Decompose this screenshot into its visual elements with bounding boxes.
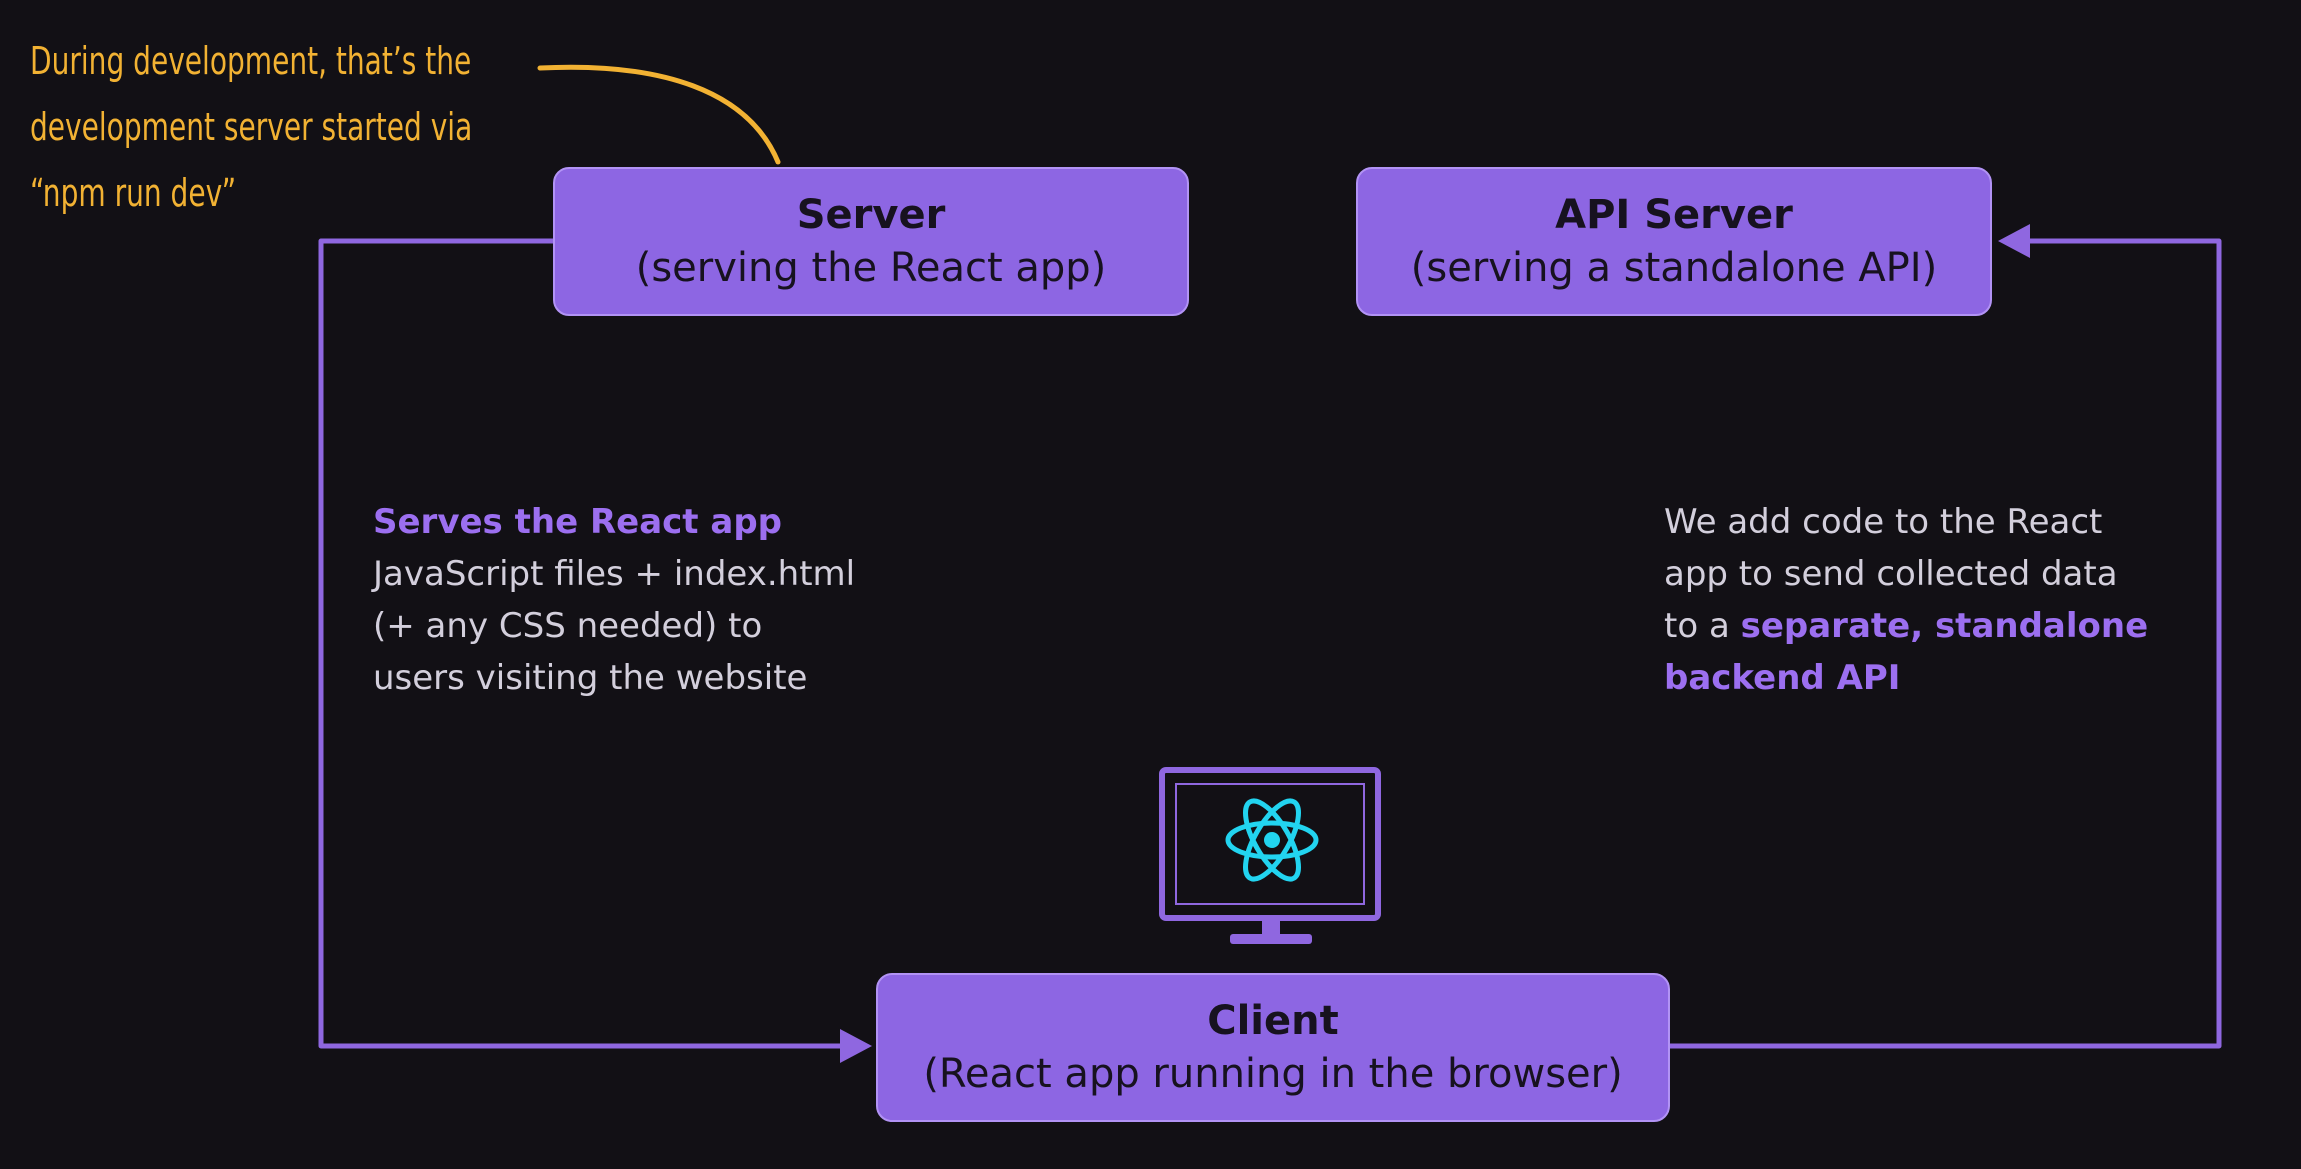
- server-node: Server (serving the React app): [553, 167, 1189, 316]
- client-to-api-connector: [1670, 238, 2222, 1049]
- standalone-api-emphasis: separate, standalone: [1740, 606, 2149, 646]
- serves-react-app-heading: Serves the React app: [373, 502, 783, 542]
- api-server-node-subtitle: (serving a standalone API): [1410, 244, 1938, 291]
- note-line: development server started via: [30, 105, 473, 149]
- client-node: Client (React app running in the browser…: [876, 973, 1670, 1122]
- description-line: users visiting the website: [373, 658, 808, 698]
- description-line: We add code to the React: [1664, 502, 2103, 542]
- note-line: “npm run dev”: [30, 171, 237, 215]
- api-server-node-title: API Server: [1555, 191, 1793, 238]
- api-arrowhead: [1998, 224, 2030, 258]
- dev-server-note: During development, that’s the developme…: [30, 28, 473, 226]
- client-node-subtitle: (React app running in the browser): [923, 1050, 1623, 1097]
- server-node-title: Server: [796, 191, 946, 238]
- description-line: to a separate, standalone: [1664, 600, 2234, 652]
- api-request-description: We add code to the React app to send col…: [1664, 496, 2234, 704]
- monitor-react-logo-icon: [1159, 767, 1381, 944]
- description-line: (+ any CSS needed) to: [373, 606, 763, 646]
- client-arrowhead: [840, 1029, 872, 1063]
- client-node-title: Client: [1207, 997, 1339, 1044]
- note-line: During development, that’s the: [30, 39, 472, 83]
- description-line: JavaScript files + index.html: [373, 554, 856, 594]
- description-text: to a: [1664, 606, 1741, 646]
- backend-api-emphasis: backend API: [1664, 658, 1901, 698]
- server-to-client-connector: [318, 238, 844, 1049]
- note-arrow: [537, 64, 781, 165]
- server-node-subtitle: (serving the React app): [635, 244, 1107, 291]
- api-server-node: API Server (serving a standalone API): [1356, 167, 1992, 316]
- description-line: app to send collected data: [1664, 554, 2118, 594]
- serves-react-app-description: Serves the React app JavaScript files + …: [373, 496, 973, 704]
